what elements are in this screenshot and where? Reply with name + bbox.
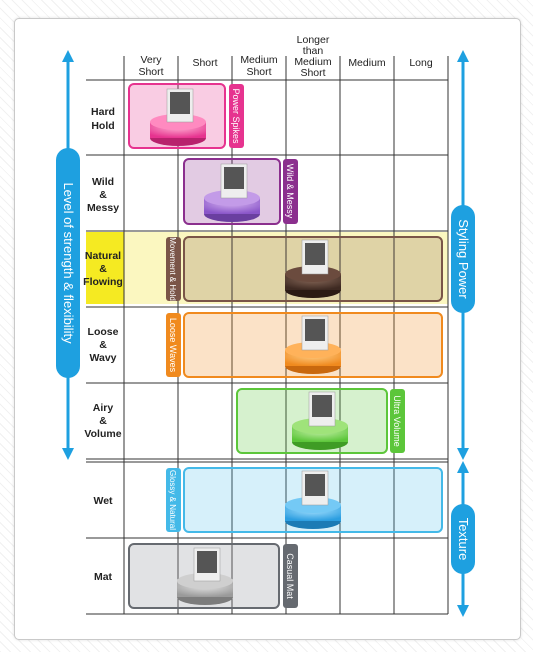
svg-text:Wild & Messy: Wild & Messy bbox=[285, 164, 295, 219]
row-label: Loose&Wavy bbox=[88, 326, 119, 364]
product-image-movement-hold bbox=[285, 239, 341, 298]
product-image-power-spikes bbox=[150, 88, 206, 146]
strength-axis-label: Level of strength & flexibility bbox=[61, 182, 76, 344]
product-image-loose-waves bbox=[285, 315, 341, 374]
row-label: Airy&Volume bbox=[84, 402, 121, 440]
row-label: Mat bbox=[94, 571, 113, 583]
highlight-row bbox=[86, 232, 448, 304]
styling-power-label: Styling Power bbox=[456, 219, 471, 299]
row-label: Wet bbox=[93, 495, 113, 507]
strength-axis: Level of strength & flexibility bbox=[56, 50, 80, 460]
column-header: Short bbox=[192, 57, 217, 69]
arrow-down-icon bbox=[62, 448, 74, 460]
tag-wild-messy: Wild & Messy bbox=[283, 159, 298, 224]
product-image-ultra-volume bbox=[292, 391, 348, 450]
arrow-down-icon bbox=[457, 605, 469, 617]
highlight-row-label-bg bbox=[86, 232, 124, 304]
arrow-up-icon bbox=[62, 50, 74, 62]
arrow-down-icon bbox=[457, 448, 469, 460]
svg-text:Ultra Volume: Ultra Volume bbox=[392, 395, 402, 447]
svg-text:Loose Waves: Loose Waves bbox=[168, 318, 178, 373]
styling-power-axis: Styling Power bbox=[451, 50, 475, 460]
tag-loose-waves: Loose Waves bbox=[166, 313, 181, 377]
tag-casual-mat: Casual Mat bbox=[283, 544, 298, 608]
product-image-glossy-natural bbox=[285, 470, 341, 529]
tag-movement-hold: Movement & Hold bbox=[166, 237, 181, 301]
row-label: Wild&Messy bbox=[87, 176, 119, 214]
svg-text:Movement & Hold: Movement & Hold bbox=[168, 237, 177, 301]
chart-card bbox=[14, 18, 521, 640]
column-header: Medium bbox=[348, 57, 386, 69]
texture-label: Texture bbox=[456, 518, 471, 561]
svg-text:Glossy & Natural: Glossy & Natural bbox=[168, 470, 177, 530]
tag-power-spikes: Power Spikes bbox=[229, 84, 244, 148]
tag-ultra-volume: Ultra Volume bbox=[390, 389, 405, 453]
row-label: Natural&Flowing bbox=[83, 250, 123, 288]
texture-axis: Texture bbox=[451, 461, 475, 617]
product-image-casual-mat bbox=[177, 547, 233, 605]
grid bbox=[86, 56, 449, 615]
arrow-up-icon bbox=[457, 461, 469, 473]
column-header: Long bbox=[409, 57, 433, 69]
svg-text:Power Spikes: Power Spikes bbox=[231, 88, 241, 144]
svg-text:Casual Mat: Casual Mat bbox=[285, 553, 295, 599]
tag-glossy-natural: Glossy & Natural bbox=[166, 468, 181, 532]
product-image-wild-messy bbox=[204, 163, 260, 222]
arrow-up-icon bbox=[457, 50, 469, 62]
